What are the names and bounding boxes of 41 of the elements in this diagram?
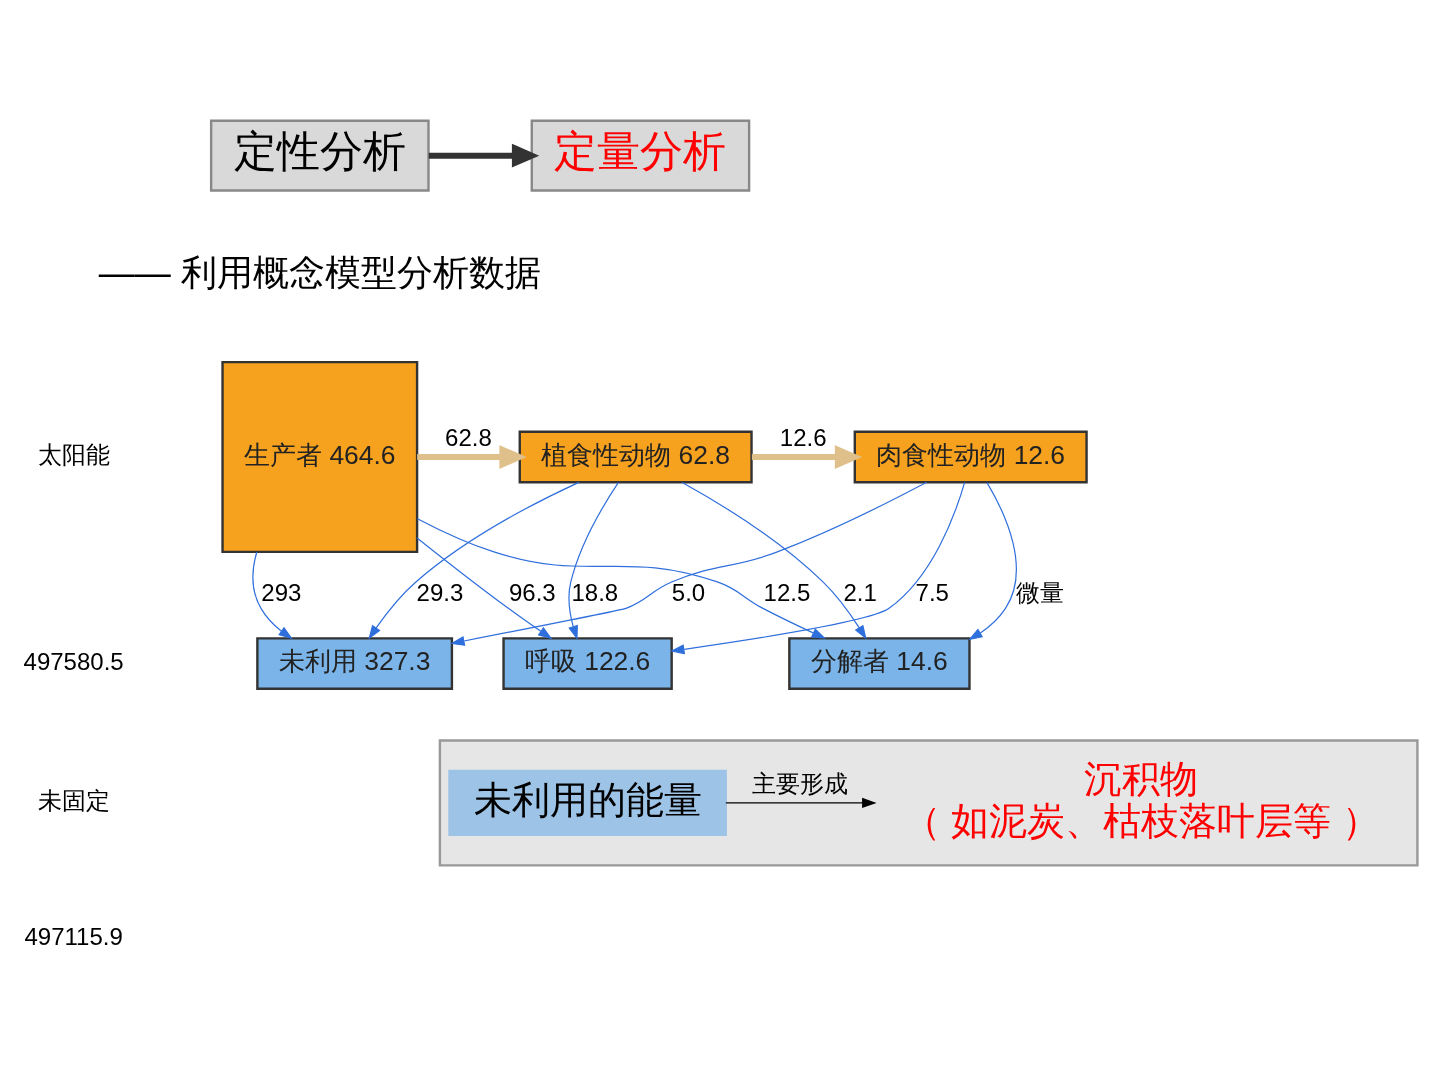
edge-label: 7.5 bbox=[915, 578, 949, 606]
edge-label: 18.8 bbox=[571, 578, 619, 606]
edge-label: 62.8 bbox=[445, 423, 492, 451]
edge-label: 96.3 bbox=[509, 578, 556, 606]
label: 未固定 bbox=[37, 786, 110, 814]
edge-label: 12.6 bbox=[779, 423, 827, 451]
arrow bbox=[568, 481, 620, 640]
arrow bbox=[681, 481, 867, 640]
label: 太阳能 bbox=[37, 440, 110, 468]
edge-label: 12.5 bbox=[763, 578, 811, 606]
arrow bbox=[450, 481, 928, 646]
node-box: 定性分析 bbox=[209, 119, 430, 192]
node-box: 定量分析 bbox=[530, 119, 751, 192]
node-box: 未利用的能量 bbox=[448, 769, 727, 836]
node-text: 沉积物 （ 如泥炭、枯枝落叶层等 ） bbox=[902, 756, 1380, 842]
edge-label: 2.1 bbox=[843, 578, 877, 606]
node-box: 呼吸 122.6 bbox=[502, 636, 673, 690]
node-box: 肉食性动物 12.6 bbox=[853, 430, 1088, 483]
edge-label: 5.0 bbox=[671, 578, 706, 606]
arrow bbox=[416, 536, 553, 639]
arrow bbox=[417, 444, 527, 469]
edge-label: 293 bbox=[261, 578, 302, 606]
arrow bbox=[416, 517, 827, 639]
arrow bbox=[670, 481, 966, 654]
edge-label: 主要形成 bbox=[752, 769, 849, 797]
arrow bbox=[968, 481, 1017, 640]
arrow bbox=[751, 444, 863, 469]
label: 497115.9 bbox=[24, 922, 123, 950]
label: —— 利用概念模型分析数据 bbox=[98, 251, 541, 293]
arrow bbox=[252, 550, 293, 639]
arrow bbox=[368, 481, 580, 640]
arrow bbox=[428, 143, 540, 168]
cluster bbox=[438, 738, 1419, 867]
edge-label: 微量 bbox=[1015, 578, 1064, 606]
node-box: 植食性动物 62.8 bbox=[518, 430, 753, 483]
node-box: 未利用 327.3 bbox=[256, 636, 454, 690]
edge-label: 29.3 bbox=[416, 578, 464, 606]
node-box: 分解者 14.6 bbox=[788, 636, 971, 690]
arrow bbox=[725, 797, 877, 808]
node-box: 生产者 464.6 bbox=[221, 360, 419, 553]
label: 497580.5 bbox=[23, 647, 124, 675]
